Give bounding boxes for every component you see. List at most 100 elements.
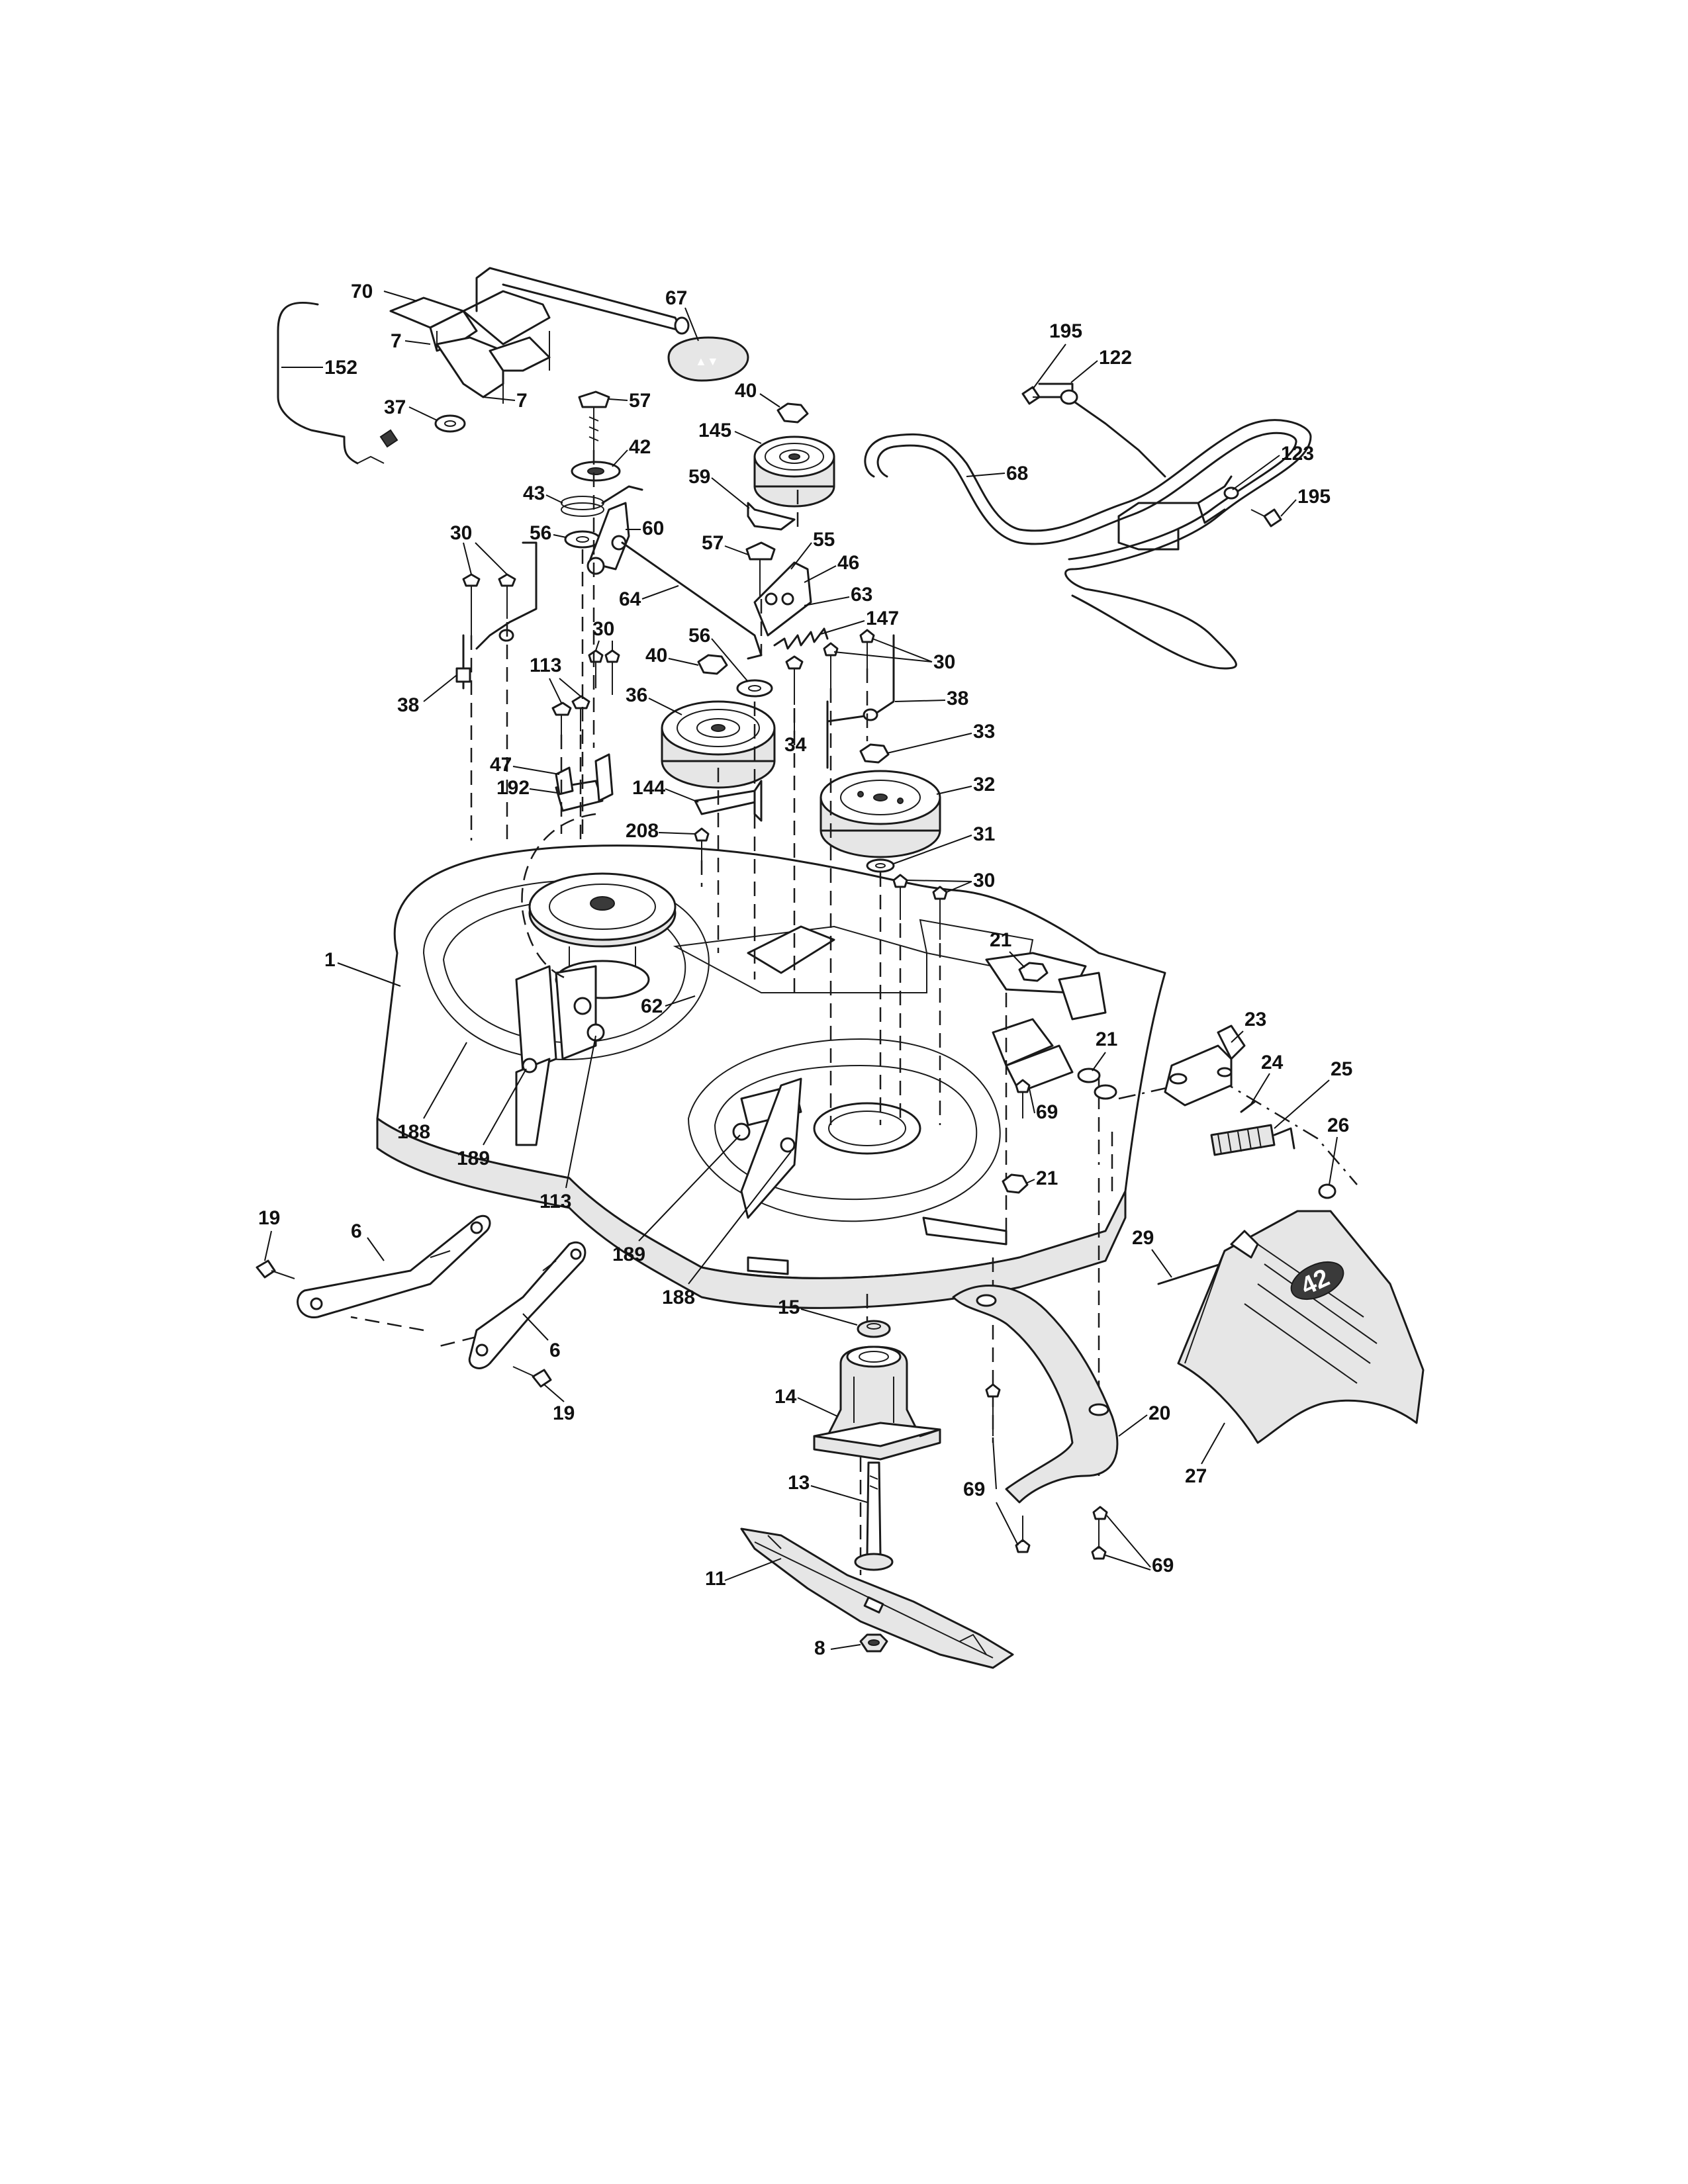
callout-123: 123 bbox=[1281, 443, 1314, 465]
callout-31: 31 bbox=[973, 823, 995, 845]
idler-arm-60 bbox=[586, 502, 630, 575]
callout-59: 59 bbox=[688, 466, 710, 488]
bearing-15 bbox=[857, 1320, 891, 1338]
callout-69-lower-right: 69 bbox=[1152, 1555, 1174, 1576]
callout-57-top: 57 bbox=[629, 390, 651, 412]
callout-188-left: 188 bbox=[397, 1121, 430, 1143]
washer-26 bbox=[1318, 1183, 1336, 1199]
belt-keeper-122 bbox=[1038, 383, 1166, 478]
spring-147 bbox=[773, 627, 829, 650]
bolt-195-a bbox=[1021, 386, 1043, 405]
callout-1: 1 bbox=[324, 949, 336, 971]
belt-guide-59 bbox=[747, 502, 796, 531]
discharge-chute-27: 42 bbox=[1177, 1210, 1425, 1444]
bushing-42 bbox=[571, 461, 621, 482]
callout-122: 122 bbox=[1099, 347, 1132, 369]
callout-56-top: 56 bbox=[530, 522, 551, 544]
callout-113-lower: 113 bbox=[539, 1191, 571, 1212]
callout-7-upper: 7 bbox=[391, 330, 402, 352]
nut-21-c bbox=[1002, 1173, 1029, 1194]
callout-30-right-lower: 30 bbox=[973, 870, 995, 891]
callout-23: 23 bbox=[1244, 1009, 1266, 1030]
callout-layer: 70 67 7 7 152 37 57 42 43 56 60 40 14 bbox=[258, 281, 1352, 1659]
callout-145: 145 bbox=[698, 420, 731, 441]
deck-hanger-6-lower bbox=[468, 1242, 586, 1369]
callout-30-center: 30 bbox=[592, 618, 614, 640]
callout-40-top: 40 bbox=[735, 380, 757, 402]
nut-21-a bbox=[1018, 962, 1049, 982]
callout-38-right: 38 bbox=[947, 688, 968, 709]
bolt-195-b bbox=[1250, 508, 1282, 527]
idler-rod-64 bbox=[621, 541, 763, 660]
callout-68: 68 bbox=[1006, 463, 1028, 484]
bolts-113 bbox=[551, 695, 590, 735]
callout-21-top: 21 bbox=[990, 929, 1011, 951]
chute-deflector-20 bbox=[952, 1285, 1119, 1504]
deck-idler-bracket-right bbox=[732, 1077, 802, 1219]
callout-189-right: 189 bbox=[612, 1244, 645, 1265]
chute-hinge-23 bbox=[1164, 1024, 1246, 1107]
spindle-housing-14 bbox=[813, 1345, 941, 1461]
callout-60: 60 bbox=[642, 518, 664, 539]
callout-38-left: 38 bbox=[397, 694, 419, 716]
callout-7-lower: 7 bbox=[516, 390, 528, 412]
bolts-30-center bbox=[588, 649, 620, 695]
nut-21-b bbox=[1077, 1068, 1117, 1100]
callout-34: 34 bbox=[784, 734, 807, 756]
callout-37: 37 bbox=[384, 396, 406, 418]
mower-deck-housing bbox=[376, 844, 1166, 1309]
callout-19-upper: 19 bbox=[258, 1207, 280, 1229]
callout-6-upper: 6 bbox=[351, 1220, 362, 1242]
callout-62: 62 bbox=[641, 995, 663, 1017]
lift-lever-assembly bbox=[277, 267, 690, 465]
idler-bracket-55 bbox=[753, 561, 812, 637]
callout-13: 13 bbox=[788, 1472, 810, 1494]
deck-rod-38-right bbox=[826, 634, 895, 769]
callout-47: 47 bbox=[490, 754, 512, 776]
callout-21-mid: 21 bbox=[1096, 1028, 1117, 1050]
callout-144: 144 bbox=[632, 777, 665, 799]
bolt-57-mid bbox=[745, 541, 776, 599]
bolt-208 bbox=[694, 827, 710, 860]
callout-15: 15 bbox=[778, 1297, 800, 1318]
callout-36: 36 bbox=[626, 684, 647, 706]
bolts-69-lower bbox=[985, 1383, 1108, 1560]
callout-25: 25 bbox=[1331, 1058, 1352, 1080]
callout-32: 32 bbox=[973, 774, 995, 796]
callout-26: 26 bbox=[1327, 1115, 1349, 1136]
callout-113-upper: 113 bbox=[530, 655, 561, 676]
callout-67: 67 bbox=[665, 287, 687, 309]
assembly-centerlines bbox=[350, 450, 1358, 1575]
bolt-69-deck bbox=[1015, 1079, 1031, 1118]
bracket-47 bbox=[555, 753, 614, 812]
callout-69-deck: 69 bbox=[1036, 1101, 1058, 1123]
spring-43 bbox=[561, 485, 643, 517]
mower-blade-11 bbox=[740, 1527, 1014, 1669]
callout-63: 63 bbox=[851, 584, 872, 606]
callout-189-left: 189 bbox=[457, 1148, 490, 1169]
svg-text:▲▼: ▲▼ bbox=[695, 355, 719, 368]
spindle-pulley-32 bbox=[820, 770, 941, 858]
hinge-pin-24 bbox=[1240, 1101, 1256, 1113]
callout-30-left: 30 bbox=[450, 522, 472, 544]
callout-27: 27 bbox=[1185, 1465, 1207, 1487]
nut-33 bbox=[859, 743, 890, 764]
deck-belt-68 bbox=[864, 419, 1312, 670]
deck-hanger-6-upper bbox=[297, 1215, 491, 1318]
callout-208: 208 bbox=[626, 820, 659, 842]
callout-43: 43 bbox=[523, 482, 545, 504]
bolts-30-left bbox=[462, 573, 516, 635]
callout-56-center: 56 bbox=[688, 625, 710, 647]
callout-11: 11 bbox=[705, 1568, 726, 1590]
spindle-shaft-13 bbox=[854, 1461, 894, 1571]
callout-55: 55 bbox=[813, 529, 835, 551]
callout-195-top: 195 bbox=[1049, 320, 1082, 342]
callout-20: 20 bbox=[1149, 1402, 1170, 1424]
height-adjust-knob: ▲▼ bbox=[667, 336, 749, 382]
callout-192: 192 bbox=[496, 777, 530, 799]
callout-46: 46 bbox=[837, 552, 859, 574]
washer-56-center bbox=[736, 679, 773, 698]
bolt-19-lower bbox=[512, 1366, 552, 1388]
callout-40-center: 40 bbox=[645, 645, 667, 666]
